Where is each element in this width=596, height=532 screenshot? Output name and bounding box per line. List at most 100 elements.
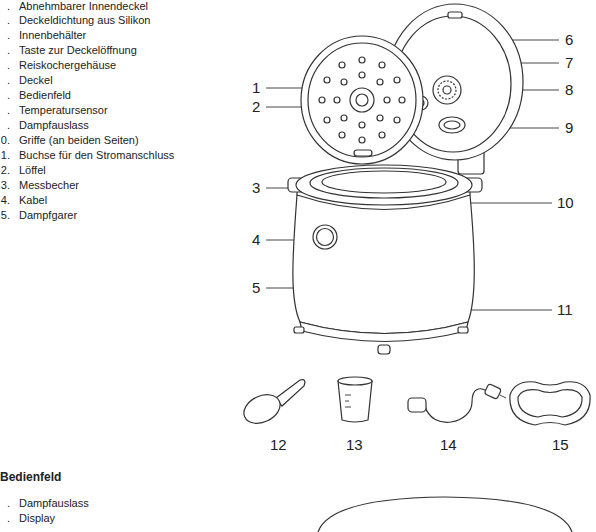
- power-cable: [484, 384, 501, 400]
- measuring-cup: [345, 395, 351, 396]
- list-number: .: [7, 0, 10, 13]
- callout-number: 15: [552, 436, 569, 454]
- measuring-cup: [338, 381, 372, 422]
- callout-number: 7: [565, 54, 573, 72]
- callout-number: 2: [252, 98, 260, 116]
- inner-lid: [319, 97, 325, 103]
- part-name: Deckel: [19, 74, 53, 87]
- lid: [443, 86, 451, 94]
- inner-lid: [356, 94, 368, 106]
- inner-lid: [384, 97, 390, 103]
- part-name: Löffel: [19, 164, 46, 177]
- list-number: 4.: [1, 194, 10, 207]
- power-cable: [408, 398, 426, 412]
- cooker-body: [293, 195, 474, 334]
- part-name: Reiskochergehäuse: [19, 59, 116, 72]
- callout-number: 13: [346, 436, 363, 454]
- list-number: 3.: [1, 179, 10, 192]
- lid: [448, 12, 462, 18]
- cooker-body: [296, 165, 472, 205]
- part-name: Dampfauslass: [19, 119, 89, 132]
- cooker-body: [378, 345, 390, 354]
- steamer-basket: [510, 382, 590, 425]
- cooker-body: [300, 322, 468, 342]
- list-number: .: [7, 29, 10, 42]
- inner-lid: [301, 36, 423, 164]
- callout-number: 4: [252, 231, 260, 249]
- callout-number: 3: [252, 179, 260, 197]
- inner-lid: [359, 137, 365, 143]
- inner-lid: [377, 115, 383, 121]
- part-name: Abnehmbarer Innendeckel: [19, 0, 148, 13]
- inner-lid: [301, 36, 423, 164]
- list-number: .: [7, 44, 10, 57]
- inner-lid: [394, 117, 400, 123]
- callout-number: 8: [565, 81, 573, 99]
- callout-number: 5: [252, 279, 260, 297]
- callout-number: 11: [557, 301, 573, 319]
- measuring-cup: [338, 377, 372, 422]
- cooker-body: [322, 171, 446, 193]
- inner-lid: [379, 62, 385, 68]
- cooker-body: [317, 229, 334, 246]
- measuring-cup: [338, 377, 372, 385]
- list-number: .: [7, 14, 10, 27]
- callout-number: 14: [440, 436, 457, 454]
- inner-lid: [341, 79, 347, 85]
- lid: [439, 117, 465, 133]
- list-number: .: [7, 119, 10, 132]
- list-number: 1.: [1, 149, 10, 162]
- steamer-basket: [510, 382, 590, 425]
- cooker-body: [294, 327, 304, 333]
- list-number: .: [7, 512, 10, 525]
- inner-lid: [324, 77, 330, 83]
- spoon: [239, 380, 305, 429]
- inner-lid: [324, 117, 330, 123]
- inner-lid: [341, 115, 347, 121]
- inner-lid: [359, 57, 365, 63]
- steamer-basket: [518, 390, 582, 417]
- power-cable: [500, 395, 506, 398]
- inner-lid: [354, 150, 372, 156]
- inner-lid: [359, 122, 365, 128]
- lid: [438, 81, 456, 99]
- list-number: .: [7, 497, 10, 510]
- list-number: .: [7, 74, 10, 87]
- callout-number: 9: [565, 119, 573, 137]
- spoon: [239, 389, 284, 429]
- inner-lid: [394, 77, 400, 83]
- list-number: .: [7, 59, 10, 72]
- cooker-body: [288, 165, 482, 354]
- part-name: Dampfgarer: [19, 209, 77, 222]
- inner-lid: [308, 43, 416, 157]
- inner-lid: [350, 88, 374, 112]
- inner-lid: [377, 79, 383, 85]
- spoon: [276, 380, 305, 406]
- leader-line: [466, 310, 552, 311]
- cooker-body: [458, 327, 468, 333]
- lid: [433, 76, 461, 104]
- callout-number: 10: [557, 194, 574, 212]
- measuring-cup: [345, 401, 349, 402]
- lid: [444, 121, 460, 129]
- leader-line: [520, 63, 559, 64]
- part-name: Deckeldichtung aus Silikon: [19, 14, 150, 27]
- inner-lid: [359, 72, 365, 78]
- inner-lid: [379, 132, 385, 138]
- cooker-body: [310, 168, 458, 198]
- control-panel: [318, 497, 572, 532]
- power-cable: [408, 384, 506, 423]
- inner-lid: [334, 97, 340, 103]
- list-number: .: [7, 104, 10, 117]
- callout-number: 1: [252, 79, 260, 97]
- callout-number: 6: [565, 31, 573, 49]
- inner-lid: [339, 62, 345, 68]
- power-cable: [425, 389, 488, 422]
- list-number: 0.: [1, 134, 10, 147]
- inner-lid: [399, 97, 405, 103]
- control-panel: [318, 497, 572, 532]
- part-name: Buchse für den Stromanschluss: [19, 149, 174, 162]
- measuring-cup: [345, 407, 351, 408]
- part-name: Display: [19, 512, 55, 525]
